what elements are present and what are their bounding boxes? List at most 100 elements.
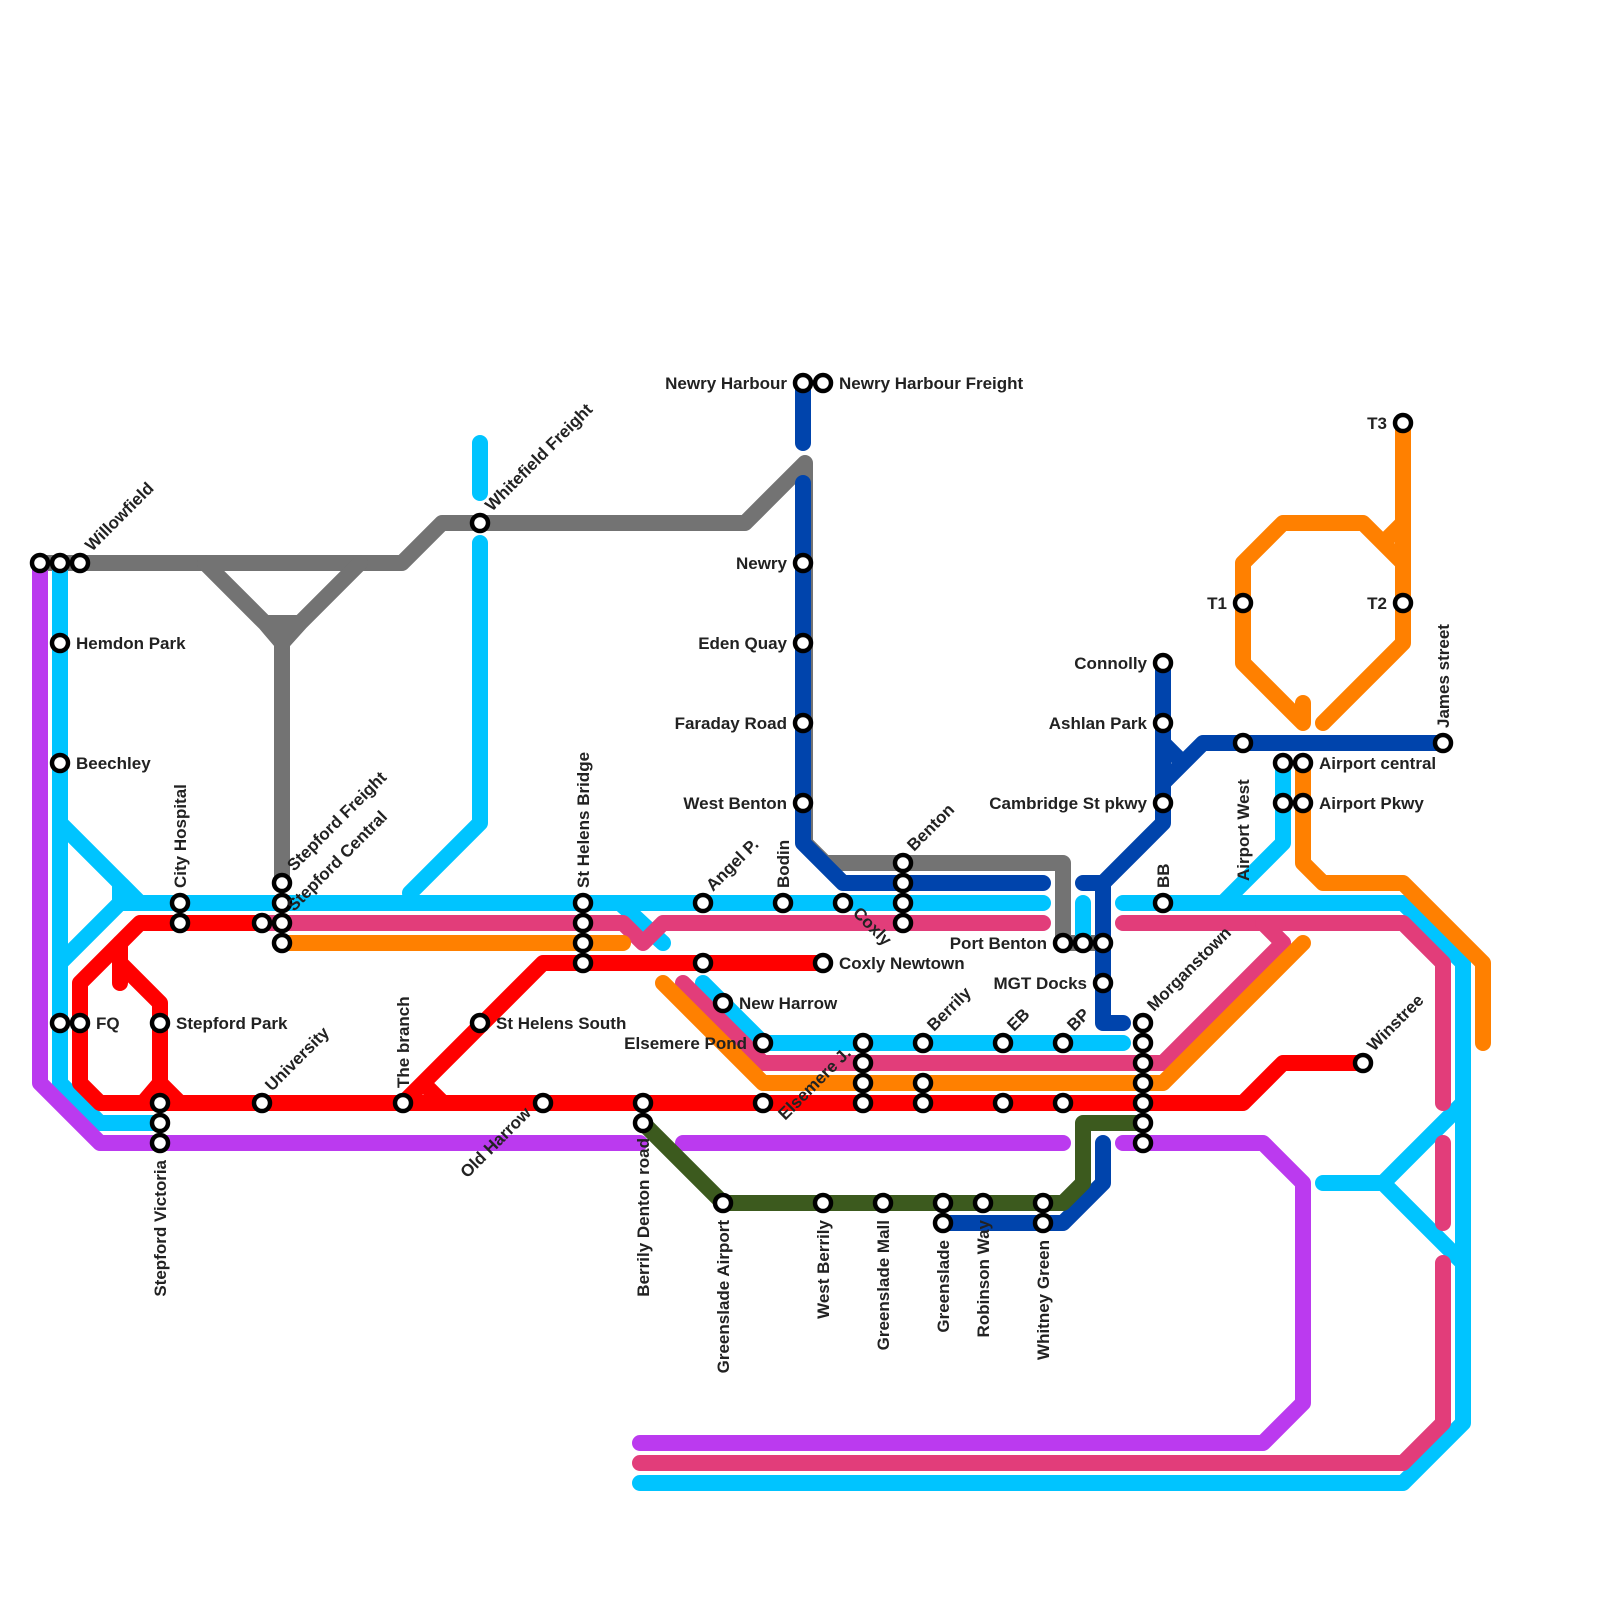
station-beechley[interactable]: [49, 752, 71, 774]
station-city-hospital-2[interactable]: [169, 912, 191, 934]
station-greenslade-2[interactable]: [932, 1212, 954, 1234]
station-port-benton-1[interactable]: [1052, 932, 1074, 954]
station-west-berrily[interactable]: [812, 1192, 834, 1214]
station-connolly[interactable]: [1152, 652, 1174, 674]
station-t3[interactable]: [1392, 412, 1414, 434]
station-city-hospital-1[interactable]: [169, 892, 191, 914]
station-morganstown-7[interactable]: [1132, 1132, 1154, 1154]
station-bp-1[interactable]: [1052, 1032, 1074, 1054]
station-newry-harbour-freight[interactable]: [812, 372, 834, 394]
label-benton: Benton: [903, 800, 958, 855]
station-port-benton-3[interactable]: [1092, 932, 1114, 954]
station-port-benton-2[interactable]: [1072, 932, 1094, 954]
station-airport-west[interactable]: [1232, 732, 1254, 754]
station-whitney-green-1[interactable]: [1032, 1192, 1054, 1214]
station-elsemere-pond-2[interactable]: [752, 1092, 774, 1114]
station-james-street[interactable]: [1432, 732, 1454, 754]
station-bodin[interactable]: [772, 892, 794, 914]
station-morganstown-4[interactable]: [1132, 1072, 1154, 1094]
station-greenslade-mall[interactable]: [872, 1192, 894, 1214]
station-benton-2[interactable]: [892, 872, 914, 894]
station-stepford-central-1[interactable]: [271, 892, 293, 914]
station-morganstown-1[interactable]: [1132, 1012, 1154, 1034]
station-stepford-victoria-2[interactable]: [149, 1112, 171, 1134]
station-angel-p[interactable]: [692, 892, 714, 914]
station-elsemere-j-4[interactable]: [852, 1092, 874, 1114]
station-berrily-3[interactable]: [912, 1092, 934, 1114]
station-st-helens-bridge-4[interactable]: [572, 952, 594, 974]
station-newry-harbour[interactable]: [792, 372, 814, 394]
label-the-branch: The branch: [394, 996, 413, 1088]
station-berrily-2[interactable]: [912, 1072, 934, 1094]
station-willowfield-3[interactable]: [69, 552, 91, 574]
station-elsemere-j-3[interactable]: [852, 1072, 874, 1094]
station-eden-quay[interactable]: [792, 632, 814, 654]
station-morganstown-3[interactable]: [1132, 1052, 1154, 1074]
label-st-helens-bridge: St Helens Bridge: [574, 752, 593, 888]
station-airport-central-2[interactable]: [1292, 752, 1314, 774]
station-t2[interactable]: [1392, 592, 1414, 614]
station-st-helens-bridge-3[interactable]: [572, 932, 594, 954]
station-berrily-denton-road-1[interactable]: [632, 1092, 654, 1114]
station-the-branch[interactable]: [392, 1092, 414, 1114]
station-coxly-newtown[interactable]: [812, 952, 834, 974]
station-stepford-central-3[interactable]: [271, 932, 293, 954]
station-angel-p-2[interactable]: [692, 952, 714, 974]
label-t3: T3: [1367, 414, 1387, 433]
station-bp-2[interactable]: [1052, 1092, 1074, 1114]
station-elsemere-j-2[interactable]: [852, 1052, 874, 1074]
station-stepford-central-0[interactable]: [251, 912, 273, 934]
station-morganstown-6[interactable]: [1132, 1112, 1154, 1134]
station-eb-1[interactable]: [992, 1032, 1014, 1054]
station-robinson-way[interactable]: [972, 1192, 994, 1214]
station-fq-1[interactable]: [49, 1012, 71, 1034]
station-university[interactable]: [251, 1092, 273, 1114]
station-willowfield-2[interactable]: [49, 552, 71, 574]
station-winstree[interactable]: [1352, 1052, 1374, 1074]
station-eb-2[interactable]: [992, 1092, 1014, 1114]
station-morganstown-2[interactable]: [1132, 1032, 1154, 1054]
station-hemdon-park[interactable]: [49, 632, 71, 654]
station-morganstown-5[interactable]: [1132, 1092, 1154, 1114]
station-stepford-park[interactable]: [149, 1012, 171, 1034]
station-benton-3[interactable]: [892, 892, 914, 914]
station-whitney-green-2[interactable]: [1032, 1212, 1054, 1234]
station-airport-pkwy-2[interactable]: [1292, 792, 1314, 814]
station-stepford-freight[interactable]: [271, 872, 293, 894]
station-whitefield-freight[interactable]: [469, 512, 491, 534]
station-elsemere-j-1[interactable]: [852, 1032, 874, 1054]
station-st-helens-south[interactable]: [469, 1012, 491, 1034]
label-cambridge-st-pkwy: Cambridge St pkwy: [989, 794, 1147, 813]
station-stepford-victoria-1[interactable]: [149, 1092, 171, 1114]
station-elsemere-pond[interactable]: [752, 1032, 774, 1054]
station-airport-pkwy-1[interactable]: [1272, 792, 1294, 814]
station-greenslade-1[interactable]: [932, 1192, 954, 1214]
light-blue-line-whitefield: [402, 435, 488, 901]
station-st-helens-bridge-2[interactable]: [572, 912, 594, 934]
label-faraday-road: Faraday Road: [675, 714, 787, 733]
station-berrily-denton-road-2[interactable]: [632, 1112, 654, 1134]
station-t1[interactable]: [1232, 592, 1254, 614]
station-willowfield-1[interactable]: [29, 552, 51, 574]
station-newry[interactable]: [792, 552, 814, 574]
label-west-berrily: West Berrily: [814, 1219, 833, 1318]
station-old-harrow[interactable]: [532, 1092, 554, 1114]
red-line: [72, 915, 1371, 1111]
station-west-benton[interactable]: [792, 792, 814, 814]
station-bb[interactable]: [1152, 892, 1174, 914]
station-stepford-victoria-3[interactable]: [149, 1132, 171, 1154]
station-benton-4[interactable]: [892, 912, 914, 934]
station-greenslade-airport[interactable]: [712, 1192, 734, 1214]
station-ashlan-park[interactable]: [1152, 712, 1174, 734]
station-airport-central-1[interactable]: [1272, 752, 1294, 774]
station-st-helens-bridge-1[interactable]: [572, 892, 594, 914]
station-new-harrow[interactable]: [712, 992, 734, 1014]
station-mgt-docks[interactable]: [1092, 972, 1114, 994]
station-cambridge-st-pkwy[interactable]: [1152, 792, 1174, 814]
station-fq-2[interactable]: [69, 1012, 91, 1034]
station-berrily-1[interactable]: [912, 1032, 934, 1054]
station-benton-1[interactable]: [892, 852, 914, 874]
station-stepford-central-2[interactable]: [271, 912, 293, 934]
station-faraday-road[interactable]: [792, 712, 814, 734]
station-coxly[interactable]: [832, 892, 854, 914]
